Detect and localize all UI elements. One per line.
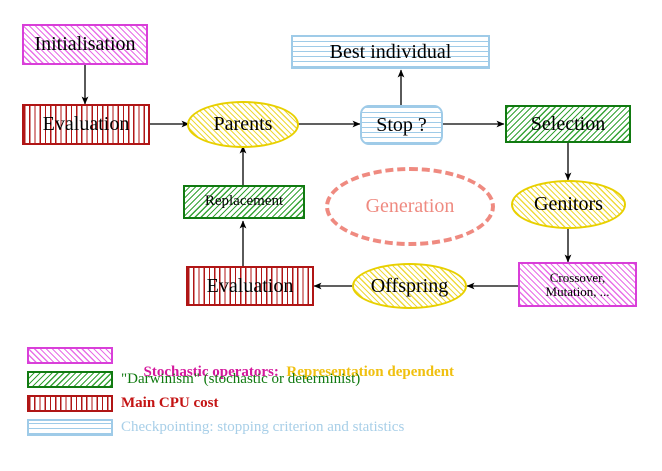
node-stop-label: Stop ? (376, 113, 427, 136)
node-evaluation-bottom[interactable]: Evaluation (186, 266, 314, 306)
node-genitors-label: Genitors (534, 193, 603, 215)
legend-label-stochastic-operators: Stochastic operators: Representation dep… (121, 347, 455, 398)
legend-label-darwinism: "Darwinism" (stochastic or determinist) (121, 371, 361, 387)
node-offspring[interactable]: Offspring (352, 263, 467, 309)
node-replacement-label: Replacement (204, 193, 284, 210)
legend-swatch-darwinism (27, 371, 113, 388)
node-best-individual-label: Best individual (329, 40, 452, 63)
node-selection[interactable]: Selection (505, 105, 631, 143)
legend-swatch-main-cpu-cost (27, 395, 113, 412)
node-parents-label: Parents (213, 113, 273, 135)
node-selection-label: Selection (530, 112, 606, 135)
node-parents[interactable]: Parents (187, 101, 299, 148)
legend-label-main-cpu-cost: Main CPU cost (121, 395, 219, 411)
node-crossover-mutation[interactable]: Crossover, Mutation, ... (518, 262, 637, 307)
node-offspring-label: Offspring (370, 274, 449, 297)
node-genitors[interactable]: Genitors (511, 180, 626, 229)
legend-label-stochastic-operators-primary: Stochastic operators: (143, 364, 279, 380)
legend-label-stochastic-operators-secondary: Representation dependent (286, 364, 455, 380)
node-best-individual[interactable]: Best individual (291, 35, 490, 69)
node-generation-label: Generation (365, 195, 455, 217)
node-evaluation-top[interactable]: Evaluation (22, 104, 150, 145)
node-replacement[interactable]: Replacement (183, 185, 305, 219)
legend-label-checkpointing: Checkpointing: stopping criterion and st… (121, 419, 405, 435)
node-initialisation[interactable]: Initialisation (22, 24, 148, 65)
node-generation[interactable]: Generation (325, 167, 495, 246)
node-evaluation-bottom-label: Evaluation (206, 274, 294, 297)
legend-swatch-checkpointing (27, 419, 113, 436)
legend-swatch-stochastic-operators (27, 347, 113, 364)
node-initialisation-label: Initialisation (34, 33, 136, 55)
node-crossover-mutation-label: Crossover, Mutation, ... (545, 269, 610, 299)
node-stop[interactable]: Stop ? (360, 105, 443, 145)
node-evaluation-top-label: Evaluation (42, 113, 130, 135)
